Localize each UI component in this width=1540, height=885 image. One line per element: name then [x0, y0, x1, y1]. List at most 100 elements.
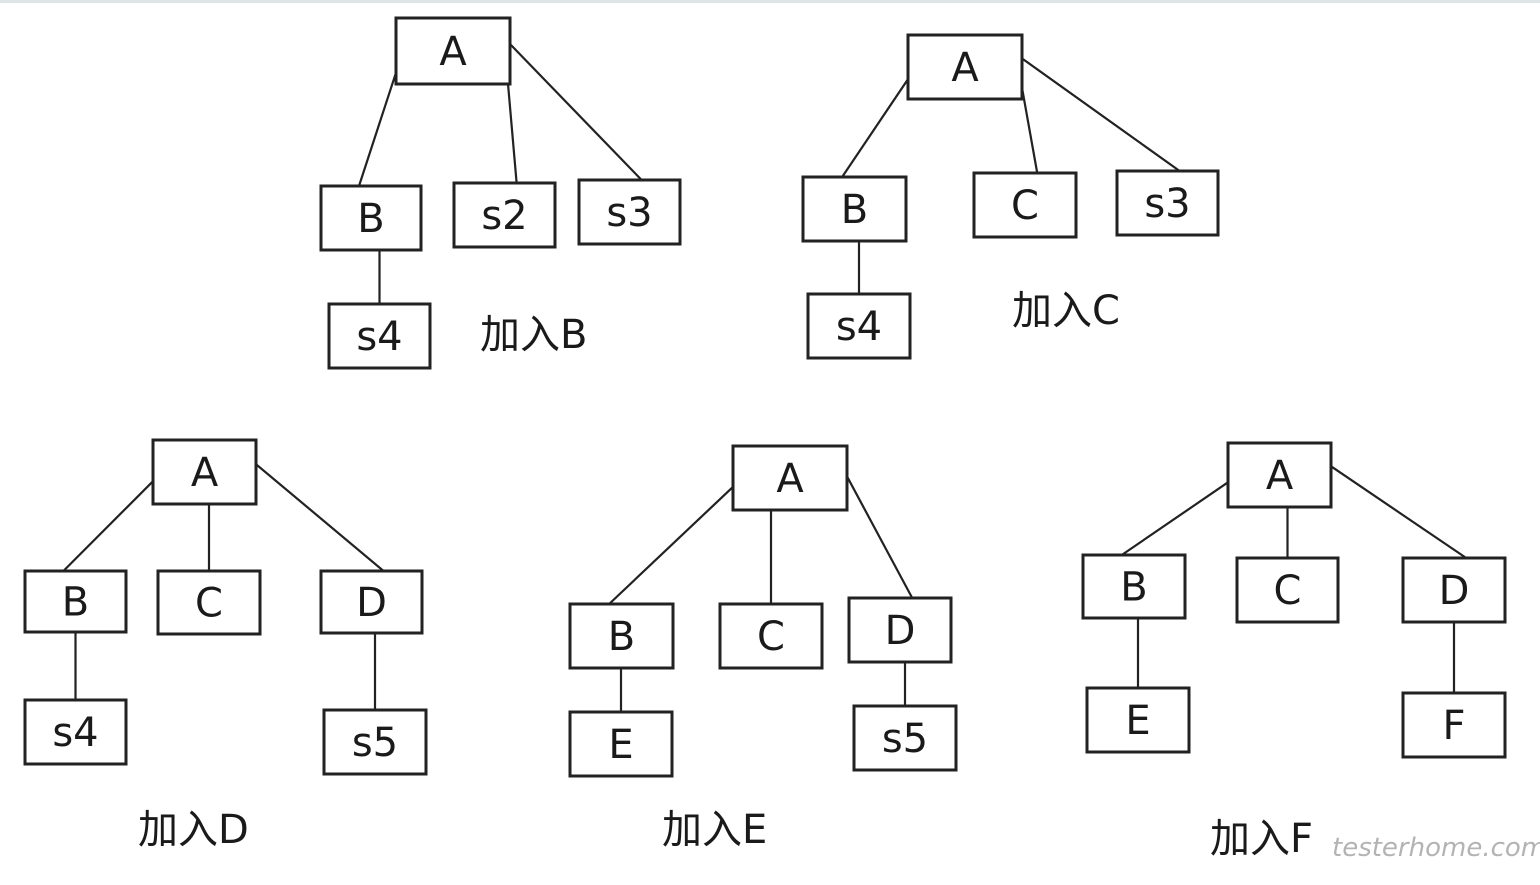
node-label: s3 [1144, 181, 1190, 227]
node-label: E [1125, 698, 1150, 744]
edge-a-b [608, 480, 740, 605]
node-box [1085, 686, 1191, 754]
node-box [806, 292, 912, 360]
node-box [1235, 556, 1340, 624]
node-box [801, 175, 908, 243]
node-box [23, 569, 128, 634]
node-box [1115, 169, 1220, 237]
node-box [1226, 441, 1333, 509]
node-box [731, 444, 849, 512]
node-box [319, 184, 423, 252]
node-label: s5 [882, 716, 928, 762]
node-s3: s3 [577, 178, 682, 246]
node-label: s4 [356, 314, 402, 360]
node-box [847, 596, 953, 664]
node-box [156, 569, 262, 636]
node-s5: s5 [322, 708, 428, 776]
node-a: A [151, 438, 258, 506]
node-box [852, 704, 958, 772]
node-label: E [608, 722, 633, 768]
node-label: A [776, 456, 804, 502]
node-e: E [1085, 686, 1191, 754]
node-label: s2 [481, 193, 527, 239]
node-s5: s5 [852, 704, 958, 772]
node-f: F [1401, 691, 1507, 759]
edge-a-b [62, 474, 160, 572]
node-label: A [951, 45, 979, 91]
node-label: C [1274, 568, 1302, 614]
node-label: s4 [52, 710, 98, 756]
node-label: C [757, 614, 785, 660]
node-d: D [319, 569, 424, 635]
node-box [577, 178, 682, 246]
node-label: D [885, 608, 916, 654]
node-s4: s4 [327, 302, 432, 370]
node-box [452, 181, 557, 249]
tree-caption: 加入B [480, 312, 587, 358]
node-label: s3 [606, 190, 652, 236]
node-s4: s4 [806, 292, 912, 360]
node-s3: s3 [1115, 169, 1220, 237]
edge-a-d [840, 464, 914, 599]
node-b: B [23, 569, 128, 634]
node-box [394, 16, 512, 86]
node-box [568, 710, 674, 778]
node-box [327, 302, 432, 370]
node-box [568, 602, 675, 670]
node-label: A [191, 450, 219, 496]
node-box [718, 602, 824, 670]
node-label: C [195, 581, 223, 627]
node-box [1401, 556, 1507, 624]
top-border [0, 0, 1540, 3]
node-c: C [1235, 556, 1340, 624]
tree-caption: 加入E [662, 807, 767, 853]
node-box [1401, 691, 1507, 759]
edge-a-b [1121, 477, 1235, 556]
tree-caption: 加入F [1210, 816, 1313, 862]
node-box [1081, 553, 1187, 620]
node-s2: s2 [452, 181, 557, 249]
watermark-text: testerhome.com [1332, 833, 1540, 863]
node-box [322, 708, 428, 776]
node-label: A [1266, 453, 1294, 499]
node-a: A [906, 33, 1024, 101]
node-label: D [1439, 568, 1470, 614]
node-box [906, 33, 1024, 101]
node-label: B [62, 580, 89, 626]
node-a: A [394, 16, 512, 86]
node-b: B [801, 175, 908, 243]
node-d: D [847, 596, 953, 664]
node-label: A [439, 29, 467, 75]
node-e: E [568, 710, 674, 778]
node-label: D [356, 580, 387, 626]
node-label: C [1011, 183, 1039, 229]
node-c: C [718, 602, 824, 670]
node-s4: s4 [23, 698, 128, 766]
edge-a-s3 [503, 37, 643, 181]
node-box [319, 569, 424, 635]
node-b: B [1081, 553, 1187, 620]
node-label: s4 [836, 304, 882, 350]
tree-add-f: A B C D E F 加入F [1081, 441, 1507, 862]
node-c: C [156, 569, 262, 636]
node-box [972, 171, 1078, 239]
node-label: s5 [352, 720, 398, 766]
node-d: D [1401, 556, 1507, 624]
node-label: F [1442, 703, 1465, 749]
edge-a-s3 [1015, 53, 1181, 172]
node-b: B [568, 602, 675, 670]
edge-a-b [841, 69, 915, 178]
node-label: B [841, 187, 868, 233]
node-c: C [972, 171, 1078, 239]
node-label: B [1120, 565, 1147, 611]
node-a: A [1226, 441, 1333, 509]
edge-a-d [1324, 461, 1467, 559]
node-label: B [357, 196, 384, 242]
edge-a-d [249, 458, 385, 572]
